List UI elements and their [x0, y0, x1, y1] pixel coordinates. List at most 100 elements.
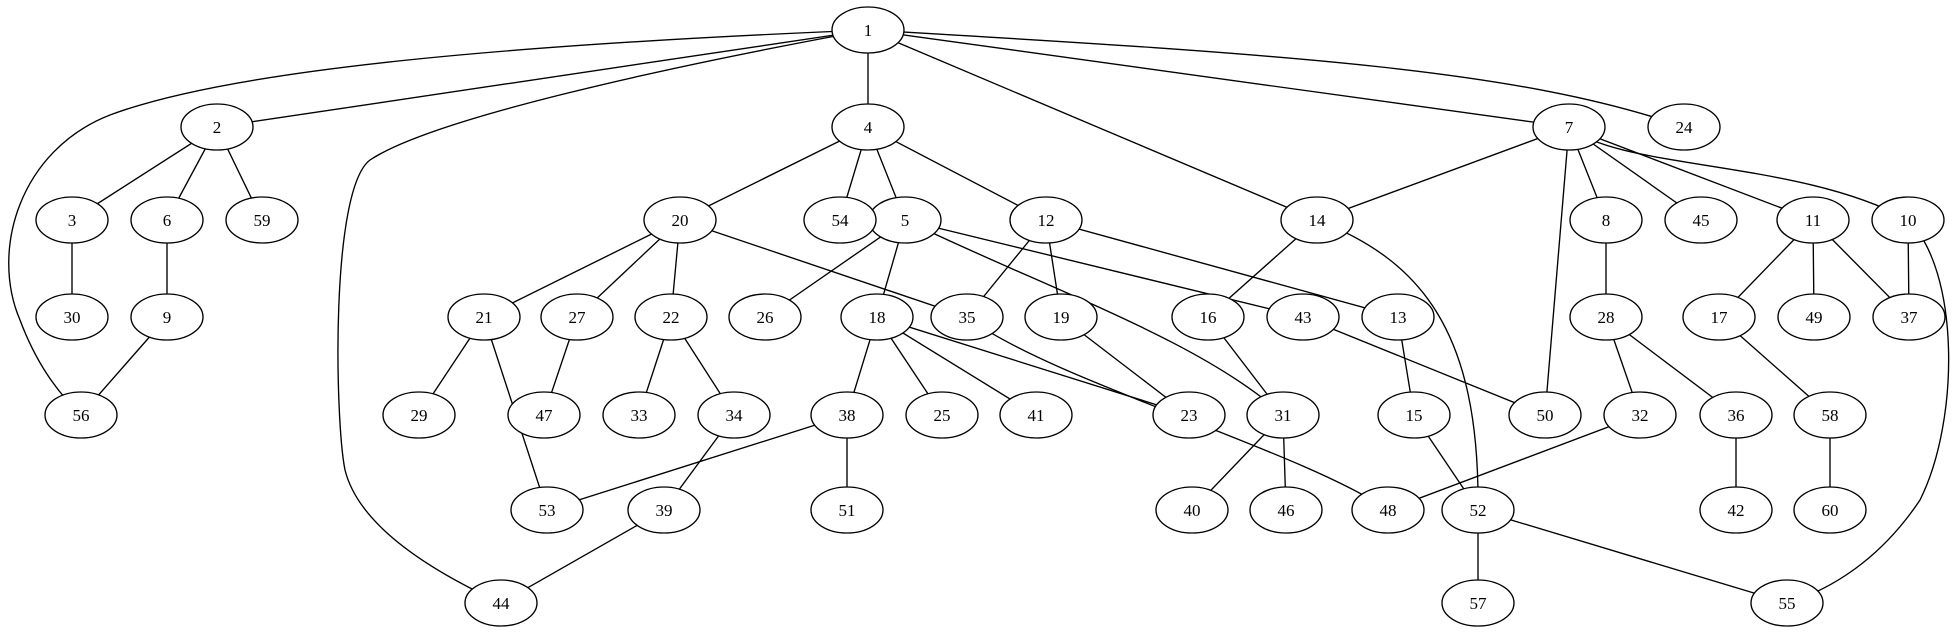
node-label: 8 [1602, 211, 1611, 230]
node-22: 22 [634, 293, 708, 341]
node-ellipse [602, 391, 676, 439]
node-label: 11 [1805, 211, 1821, 230]
node-label: 50 [1537, 406, 1554, 425]
node-ellipse [697, 391, 771, 439]
node-ellipse [507, 391, 581, 439]
edges-layer [8, 29, 1950, 604]
node-ellipse [810, 391, 884, 439]
node-label: 28 [1598, 308, 1615, 327]
node-32: 32 [1603, 391, 1677, 439]
node-label: 29 [411, 406, 428, 425]
node-label: 33 [631, 406, 648, 425]
node-15: 15 [1377, 391, 1451, 439]
node-37: 37 [1872, 293, 1946, 341]
node-12: 12 [1009, 196, 1083, 244]
node-ellipse [1351, 486, 1425, 534]
node-ellipse [540, 293, 614, 341]
node-6: 6 [130, 196, 204, 244]
node-label: 59 [254, 211, 271, 230]
node-60: 60 [1793, 486, 1867, 534]
node-label: 60 [1822, 501, 1839, 520]
edge-10-55 [1786, 219, 1950, 604]
node-label: 4 [864, 118, 873, 137]
node-42: 42 [1699, 486, 1773, 534]
node-ellipse [999, 391, 1073, 439]
node-label: 3 [68, 211, 77, 230]
node-ellipse [1699, 486, 1773, 534]
node-label: 6 [163, 211, 172, 230]
node-19: 19 [1024, 293, 1098, 341]
edge-20-35 [679, 219, 968, 318]
node-label: 20 [672, 211, 689, 230]
node-54: 54 [803, 196, 877, 244]
edge-14-52 [1316, 219, 1479, 511]
edge-1-56 [8, 29, 869, 416]
node-ellipse [1249, 486, 1323, 534]
node-ellipse [464, 579, 538, 627]
node-label: 44 [493, 594, 511, 613]
node-label: 41 [1028, 406, 1045, 425]
node-ellipse [382, 391, 456, 439]
node-ellipse [1682, 293, 1756, 341]
node-label: 38 [839, 406, 856, 425]
node-18: 18 [840, 293, 914, 341]
node-ellipse [1024, 293, 1098, 341]
node-3: 3 [35, 196, 109, 244]
node-ellipse [1603, 391, 1677, 439]
node-51: 51 [810, 486, 884, 534]
node-47: 47 [507, 391, 581, 439]
node-label: 17 [1711, 308, 1729, 327]
node-ellipse [1569, 196, 1643, 244]
node-50: 50 [1508, 391, 1582, 439]
node-ellipse [840, 293, 914, 341]
edge-7-14 [1316, 126, 1570, 221]
edge-4-12 [867, 126, 1047, 221]
node-39: 39 [627, 486, 701, 534]
edge-1-2 [216, 29, 869, 128]
node-ellipse [1246, 391, 1320, 439]
node-46: 46 [1249, 486, 1323, 534]
node-label: 42 [1728, 501, 1745, 520]
node-ellipse [510, 486, 584, 534]
node-label: 55 [1779, 594, 1796, 613]
node-ellipse [1647, 103, 1721, 151]
node-label: 48 [1380, 501, 1397, 520]
node-label: 16 [1200, 308, 1217, 327]
node-label: 26 [757, 308, 774, 327]
node-17: 17 [1682, 293, 1756, 341]
node-36: 36 [1699, 391, 1773, 439]
node-label: 47 [536, 406, 554, 425]
node-59: 59 [225, 196, 299, 244]
node-ellipse [130, 196, 204, 244]
node-45: 45 [1664, 196, 1738, 244]
node-ellipse [44, 391, 118, 439]
node-label: 40 [1184, 501, 1201, 520]
node-label: 43 [1295, 308, 1312, 327]
node-ellipse [35, 293, 109, 341]
node-label: 31 [1275, 406, 1292, 425]
node-label: 56 [73, 406, 90, 425]
node-ellipse [905, 391, 979, 439]
edge-1-14 [867, 29, 1318, 221]
node-label: 37 [1901, 308, 1919, 327]
node-ellipse [1664, 196, 1738, 244]
node-8: 8 [1569, 196, 1643, 244]
node-ellipse [1266, 293, 1340, 341]
node-ellipse [1776, 196, 1850, 244]
node-ellipse [1532, 103, 1606, 151]
node-label: 9 [163, 308, 172, 327]
edge-5-31 [904, 219, 1284, 416]
node-label: 57 [1470, 594, 1488, 613]
node-label: 7 [1565, 118, 1574, 137]
node-20: 20 [643, 196, 717, 244]
node-56: 56 [44, 391, 118, 439]
node-35: 35 [930, 293, 1004, 341]
edge-20-21 [483, 219, 681, 318]
node-ellipse [1152, 391, 1226, 439]
node-14: 14 [1280, 196, 1354, 244]
node-ellipse [1361, 293, 1435, 341]
node-label: 23 [1181, 406, 1198, 425]
node-ellipse [130, 293, 204, 341]
